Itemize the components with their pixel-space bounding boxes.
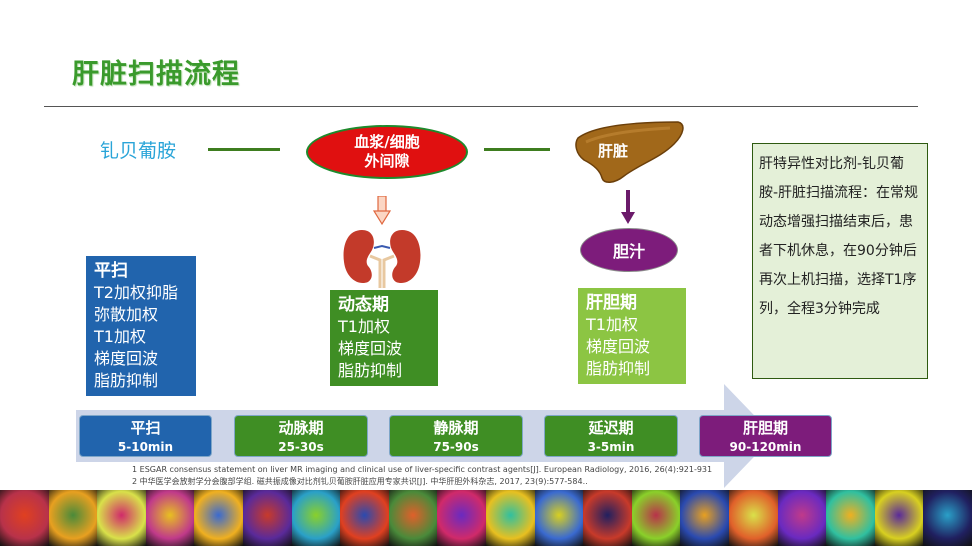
phase-name: 肝胆期 <box>742 419 788 437</box>
hepatobiliary-phase-item: 梯度回波 <box>586 337 651 356</box>
plain-scan-item: 脂肪抑制 <box>94 371 159 390</box>
strip-tile <box>826 490 875 546</box>
liver-label: 肝脏 <box>598 142 629 160</box>
hepatobiliary-phase-item: 脂肪抑制 <box>586 359 651 378</box>
strip-tile <box>728 490 778 546</box>
down-arrow-icon <box>373 196 391 226</box>
liver-icon <box>575 121 684 183</box>
plain-scan-item: T1加权 <box>94 327 146 346</box>
strip-tile <box>194 490 243 546</box>
blood-oval: 血浆/细胞 外间隙 <box>306 125 468 179</box>
dynamic-phase-item: 梯度回波 <box>338 339 403 358</box>
agent-label: 钆贝葡胺 <box>100 140 177 162</box>
strip-tile <box>485 490 535 546</box>
protocol-note: 肝特异性对比剂-钆贝葡胺-肝脏扫描流程：在常规动态增强扫描结束后，患者下机休息，… <box>752 143 928 379</box>
phase-time: 90-120min <box>729 440 802 454</box>
phase-time: 75-90s <box>433 440 479 454</box>
dynamic-phase-item: T1加权 <box>338 317 390 336</box>
references: 1 ESGAR consensus statement on liver MR … <box>132 464 712 488</box>
strip-tile <box>583 490 632 546</box>
title-divider <box>44 106 918 107</box>
strip-tile <box>534 490 584 546</box>
phase-time: 25-30s <box>278 440 324 454</box>
strip-tile <box>145 490 195 546</box>
page-title: 肝脏扫描流程 <box>72 59 240 90</box>
strip-tile <box>874 490 924 546</box>
down-arrow-icon <box>621 190 635 224</box>
strip-tile <box>777 490 827 546</box>
phase-time: 3-5min <box>587 440 635 454</box>
strip-tile <box>923 490 972 546</box>
hepatobiliary-phase-heading: 肝胆期 <box>586 293 637 313</box>
strip-tile <box>0 490 49 546</box>
bile-oval: 胆汁 <box>580 228 678 272</box>
strip-tile <box>340 490 389 546</box>
phase-hepatobiliary: 肝胆期 90-120min <box>699 415 832 457</box>
plain-scan-heading: 平扫 <box>94 261 128 281</box>
phase-time: 5-10min <box>117 440 174 454</box>
plain-scan-item: 弥散加权 <box>94 305 159 324</box>
kidneys-icon <box>343 230 421 288</box>
strip-tile <box>291 490 341 546</box>
plain-scan-item: 梯度回波 <box>94 349 159 368</box>
phase-name: 延迟期 <box>588 419 634 437</box>
reference-item: 2 中华医学会放射学分会腹部学组. 磁共振成像对比剂钆贝葡胺肝脏应用专家共识[J… <box>132 477 588 486</box>
phase-arterial: 动脉期 25-30s <box>234 415 368 457</box>
connector-line <box>484 148 550 151</box>
connector-line <box>208 148 280 151</box>
hepatobiliary-phase-box: 肝胆期 T1加权 梯度回波 脂肪抑制 <box>578 288 686 384</box>
strip-tile <box>631 490 681 546</box>
dynamic-phase-item: 脂肪抑制 <box>338 361 403 380</box>
blood-oval-line2: 外间隙 <box>364 152 410 170</box>
plain-scan-item: T2加权抑脂 <box>94 283 178 302</box>
phase-venous: 静脉期 75-90s <box>389 415 523 457</box>
phase-plain: 平扫 5-10min <box>79 415 212 457</box>
dynamic-phase-heading: 动态期 <box>338 295 389 315</box>
blood-oval-line1: 血浆/细胞 <box>354 133 420 151</box>
strip-tile <box>97 490 146 546</box>
plain-scan-box: 平扫 T2加权抑脂 弥散加权 T1加权 梯度回波 脂肪抑制 <box>86 256 196 396</box>
phase-delayed: 延迟期 3-5min <box>544 415 678 457</box>
phase-name: 平扫 <box>130 419 161 437</box>
hepatobiliary-phase-item: T1加权 <box>586 315 638 334</box>
strip-tile <box>388 490 438 546</box>
strip-tile <box>48 490 98 546</box>
phase-name: 动脉期 <box>278 419 324 437</box>
decorative-image-strip <box>0 490 972 546</box>
strip-tile <box>242 490 292 546</box>
strip-tile <box>437 490 486 546</box>
reference-item: 1 ESGAR consensus statement on liver MR … <box>132 465 713 474</box>
dynamic-phase-box: 动态期 T1加权 梯度回波 脂肪抑制 <box>330 290 438 386</box>
strip-tile <box>680 490 729 546</box>
phase-name: 静脉期 <box>433 419 479 437</box>
